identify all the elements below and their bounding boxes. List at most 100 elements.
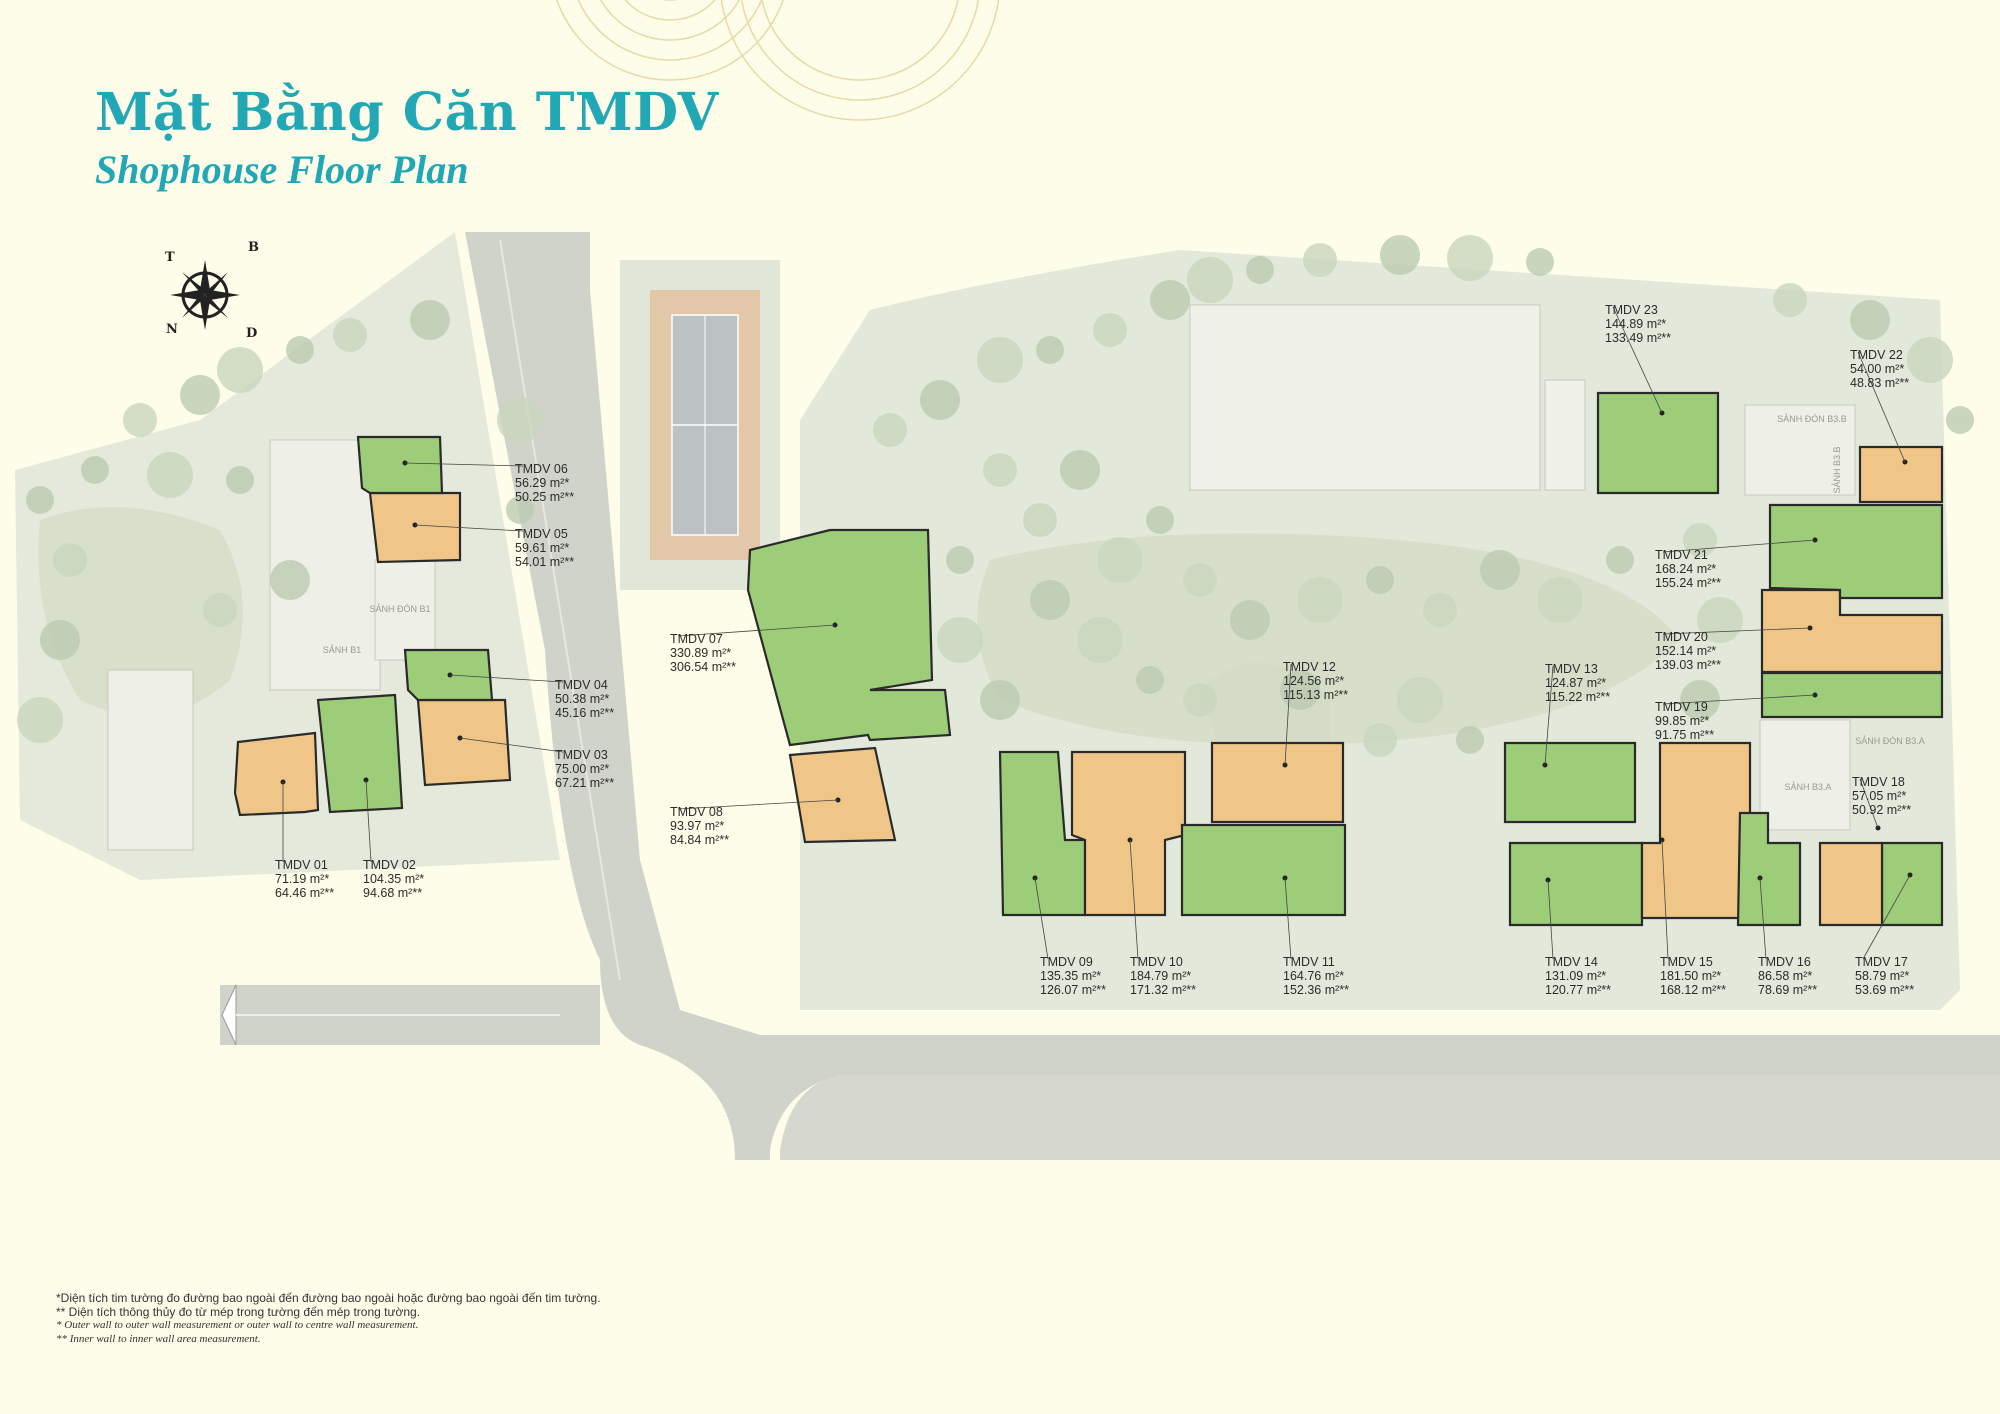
leader-line (1284, 877, 1292, 960)
unit-name: TMDV 08 (670, 805, 723, 819)
unit-outer-area: 124.56 m²* (1283, 674, 1345, 688)
unit-shape-tmdv-06[interactable] (356, 435, 444, 495)
unit-outer-area: 152.14 m²* (1655, 644, 1717, 658)
unit-shape-tmdv-01[interactable] (233, 731, 320, 817)
unit-shape-tmdv-19[interactable] (1760, 671, 1944, 719)
unit-name: TMDV 07 (670, 632, 723, 646)
tree-icon (226, 466, 254, 494)
page-subtitle: Shophouse Floor Plan (95, 147, 469, 192)
leader-line (1662, 539, 1816, 553)
compass-north-letter: B (248, 240, 259, 255)
unit-name: TMDV 20 (1655, 630, 1708, 644)
unit-shape-tmdv-23[interactable] (1596, 391, 1720, 495)
decorative-arcs (556, 0, 1000, 121)
leader-line (1547, 879, 1554, 960)
unit-shape-tmdv-21[interactable] (1768, 503, 1944, 600)
unit-outer-area: 50.38 m²* (555, 692, 610, 706)
unit-inner-area: 168.12 m²** (1660, 983, 1727, 997)
tree-icon (1036, 336, 1064, 364)
unit-outer-area: 135.35 m²* (1040, 969, 1102, 983)
unit-inner-area: 152.36 m²** (1283, 983, 1350, 997)
unit-shape-tmdv-17[interactable] (1880, 841, 1944, 927)
unit-shape-tmdv-14[interactable] (1508, 841, 1644, 927)
tree-icon (1537, 577, 1583, 623)
unit-name: TMDV 16 (1758, 955, 1811, 969)
tree-icon (1060, 450, 1100, 490)
unit-shape-tmdv-07[interactable] (746, 528, 952, 747)
tree-icon (1447, 235, 1493, 281)
lobby-label-b3b-don: SẢNH ĐÓN B3.B (1777, 413, 1847, 424)
tree-icon (1526, 248, 1554, 276)
unit-shape-tmdv-03[interactable] (416, 698, 512, 787)
unit-outer-area: 59.61 m²* (515, 541, 570, 555)
unit-name: TMDV 03 (555, 748, 608, 762)
unit-shape-tmdv-12[interactable] (1210, 741, 1345, 824)
unit-outer-area: 164.76 m²* (1283, 969, 1345, 983)
leader-line (677, 624, 836, 637)
tree-icon (81, 456, 109, 484)
unit-name: TMDV 05 (515, 527, 568, 541)
unit-inner-area: 64.46 m²** (275, 886, 335, 900)
unit-inner-area: 126.07 m²** (1040, 983, 1107, 997)
unit-inner-area: 50.25 m²** (515, 490, 575, 504)
tree-icon (1946, 406, 1974, 434)
unit-outer-area: 54.00 m²* (1850, 362, 1905, 376)
unit-shape-tmdv-10[interactable] (1070, 750, 1187, 917)
compass-east-letter: D (246, 326, 258, 341)
unit-name: TMDV 01 (275, 858, 328, 872)
unit-name: TMDV 04 (555, 678, 608, 692)
tree-icon (53, 543, 87, 577)
unit-name: TMDV 14 (1545, 955, 1598, 969)
unit-outer-area: 56.29 m²* (515, 476, 570, 490)
footnote-vi-inner: ** Diện tích thông thủy đo từ mép trong … (56, 1304, 421, 1319)
unit-outer-area: 168.24 m²* (1655, 562, 1717, 576)
tree-icon (270, 560, 310, 600)
unit-outer-area: 57.05 m²* (1852, 789, 1907, 803)
lobby-label-b1-don: SẢNH ĐÓN B1 (369, 603, 430, 614)
unit-shape-tmdv-13[interactable] (1503, 741, 1637, 824)
unit-shape-tmdv-02[interactable] (316, 693, 404, 814)
unit-shape-tmdv-15[interactable] (1640, 741, 1752, 920)
tree-icon (26, 486, 54, 514)
unit-name: TMDV 21 (1655, 548, 1708, 562)
tree-icon (1146, 506, 1174, 534)
unit-shape-tmdv-08[interactable] (788, 746, 897, 844)
tree-icon (333, 318, 367, 352)
tree-icon (17, 697, 63, 743)
unit-outer-area: 184.79 m²* (1130, 969, 1192, 983)
unit-shape-tmdv-22[interactable] (1858, 445, 1944, 504)
unit-name: TMDV 15 (1660, 955, 1713, 969)
unit-name: TMDV 18 (1852, 775, 1905, 789)
leader-line (677, 799, 839, 810)
tree-icon (1456, 726, 1484, 754)
unit-shape-tmdv-11[interactable] (1180, 823, 1347, 917)
tree-icon (1150, 280, 1190, 320)
tree-icon (1183, 563, 1217, 597)
unit-inner-area: 50.92 m²** (1852, 803, 1912, 817)
lobby-label-b3a: SẢNH B3.A (1784, 781, 1831, 792)
leader-line (1857, 351, 1906, 463)
unit-name: TMDV 02 (363, 858, 416, 872)
leader-line (1661, 839, 1669, 960)
tree-icon (920, 380, 960, 420)
leader-line (1862, 874, 1911, 960)
unit-shape-tmdv-18[interactable] (1818, 841, 1884, 927)
leader-line (459, 737, 564, 753)
unit-outer-area: 99.85 m²* (1655, 714, 1710, 728)
leader-line (1662, 694, 1816, 705)
unit-shape-tmdv-16[interactable] (1736, 811, 1802, 927)
tree-icon (980, 680, 1020, 720)
